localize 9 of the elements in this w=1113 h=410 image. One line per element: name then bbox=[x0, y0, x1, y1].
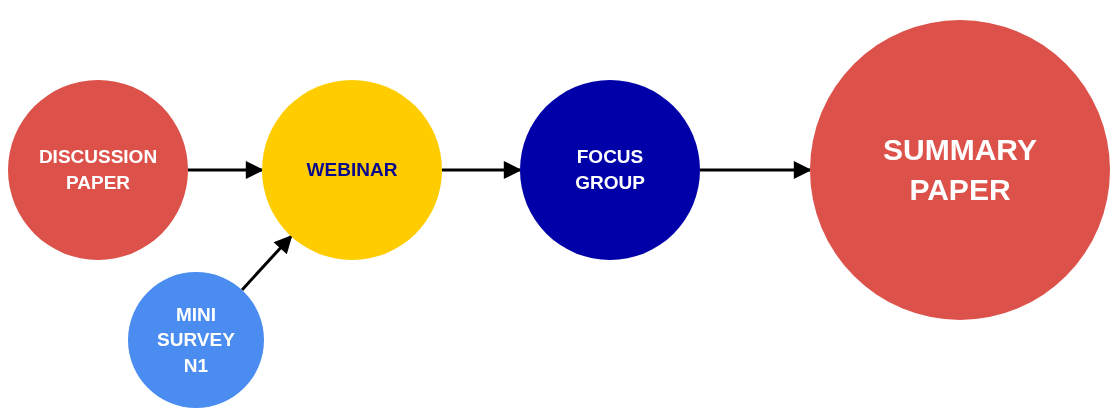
arrow bbox=[240, 235, 293, 291]
node-label: DISCUSSION PAPER bbox=[37, 145, 159, 195]
node-label: WEBINAR bbox=[306, 158, 398, 183]
node-label: MINI SURVEY N1 bbox=[156, 302, 236, 378]
arrow bbox=[188, 161, 264, 179]
arrow bbox=[700, 161, 812, 179]
node-label: FOCUS GROUP bbox=[574, 145, 646, 195]
arrow bbox=[442, 161, 522, 179]
node-label: SUMMARY PAPER bbox=[882, 131, 1038, 208]
